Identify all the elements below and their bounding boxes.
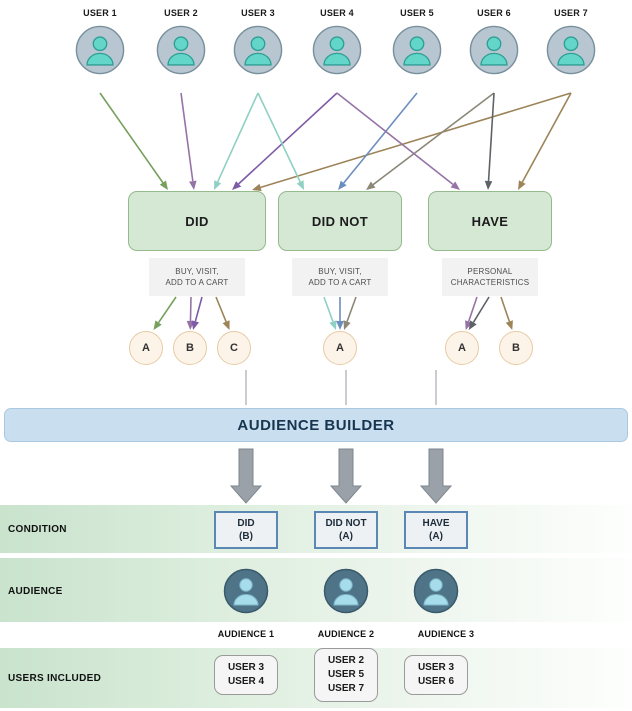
audience-label-2: AUDIENCE 2 xyxy=(317,629,375,639)
included-user: USER 7 xyxy=(327,683,365,694)
variant-did-not-a: A xyxy=(323,331,357,365)
user-label: USER 6 xyxy=(477,8,511,18)
audience-avatar-2 xyxy=(323,568,369,614)
condition-box-did-not: DID NOT xyxy=(278,191,402,251)
result-condition-line: (B) xyxy=(239,531,253,542)
user-node-7: USER 7 xyxy=(541,8,601,75)
user-label: USER 1 xyxy=(83,8,117,18)
condition-box-have: HAVE xyxy=(428,191,552,251)
condition-box-did: DID xyxy=(128,191,266,251)
result-condition-line: HAVE xyxy=(422,518,450,529)
user-avatar-icon xyxy=(312,25,362,75)
included-user: USER 6 xyxy=(417,676,455,687)
included-user: USER 5 xyxy=(327,669,365,680)
condition-box-label: HAVE xyxy=(471,213,509,229)
user-label: USER 7 xyxy=(554,8,588,18)
condition-box-label: DID NOT xyxy=(311,213,369,229)
audience-builder-banner: AUDIENCE BUILDER xyxy=(4,408,628,442)
user-avatar-icon xyxy=(75,25,125,75)
user-node-1: USER 1 xyxy=(70,8,130,75)
user-avatar-icon xyxy=(546,25,596,75)
result-condition-1: DID (B) xyxy=(214,511,278,549)
user-node-2: USER 2 xyxy=(151,8,211,75)
audience-band xyxy=(0,558,632,622)
result-condition-line: (A) xyxy=(429,531,443,542)
user-node-6: USER 6 xyxy=(464,8,524,75)
condition-box-label: DID xyxy=(185,213,209,229)
user-node-3: USER 3 xyxy=(228,8,288,75)
variant-did-b: B xyxy=(173,331,207,365)
audience-label-1: AUDIENCE 1 xyxy=(217,629,275,639)
user-avatar-icon xyxy=(469,25,519,75)
audience-avatar-1 xyxy=(223,568,269,614)
included-user: USER 3 xyxy=(417,662,455,673)
result-condition-line: DID NOT xyxy=(325,518,367,529)
user-label: USER 5 xyxy=(400,8,434,18)
audience-label-3: AUDIENCE 3 xyxy=(417,629,475,639)
condition-sub-have: PERSONAL CHARACTERISTICS xyxy=(442,258,538,296)
included-user: USER 3 xyxy=(227,662,265,673)
user-avatar-icon xyxy=(233,25,283,75)
variant-did-c: C xyxy=(217,331,251,365)
row-label-condition: CONDITION xyxy=(8,524,67,535)
user-node-5: USER 5 xyxy=(387,8,447,75)
result-condition-line: DID xyxy=(237,518,255,529)
users-included-box-3: USER 3 USER 6 xyxy=(404,655,468,695)
included-user: USER 2 xyxy=(327,655,365,666)
condition-sub-did-not: BUY, VISIT, ADD TO A CART xyxy=(292,258,388,296)
variant-did-a: A xyxy=(129,331,163,365)
user-avatar-icon xyxy=(392,25,442,75)
user-label: USER 4 xyxy=(320,8,354,18)
variant-have-a: A xyxy=(445,331,479,365)
user-node-4: USER 4 xyxy=(307,8,367,75)
variant-have-b: B xyxy=(499,331,533,365)
users-included-box-1: USER 3 USER 4 xyxy=(214,655,278,695)
audience-avatar-3 xyxy=(413,568,459,614)
user-label: USER 2 xyxy=(164,8,198,18)
result-condition-line: (A) xyxy=(339,531,353,542)
result-condition-3: HAVE (A) xyxy=(404,511,468,549)
row-label-users-included: USERS INCLUDED xyxy=(8,673,102,684)
result-condition-2: DID NOT (A) xyxy=(314,511,378,549)
condition-sub-did: BUY, VISIT, ADD TO A CART xyxy=(149,258,245,296)
user-label: USER 3 xyxy=(241,8,275,18)
user-avatar-icon xyxy=(156,25,206,75)
users-included-box-2: USER 2 USER 5 USER 7 xyxy=(314,648,378,702)
included-user: USER 4 xyxy=(227,676,265,687)
row-label-audience: AUDIENCE xyxy=(8,586,63,597)
